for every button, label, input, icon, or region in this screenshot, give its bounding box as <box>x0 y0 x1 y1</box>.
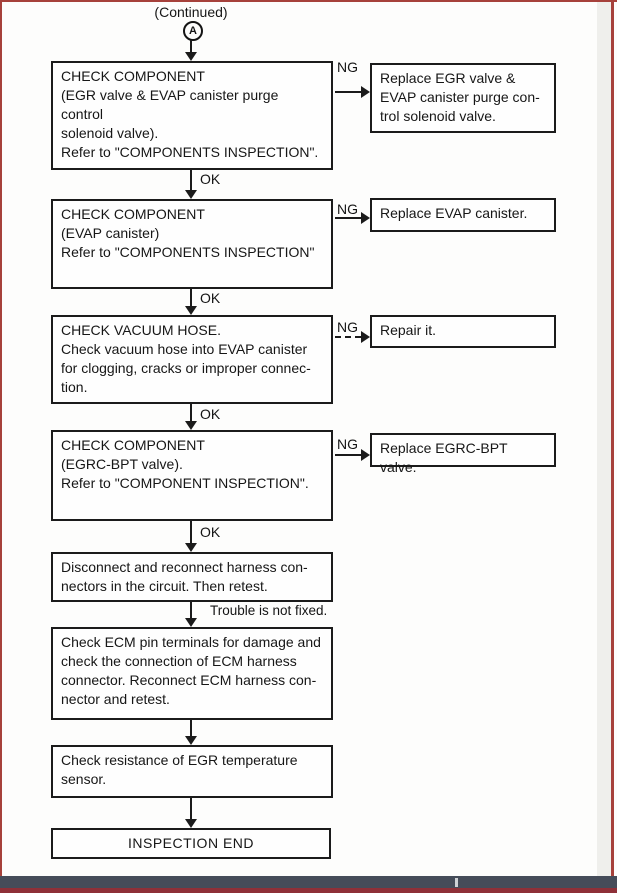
ok-label: OK <box>200 524 221 540</box>
flow-arrow-line <box>190 289 192 306</box>
step-check-egrc-bpt-box: CHECK COMPONENT(EGRC-BPT valve).Refer to… <box>51 430 333 521</box>
trouble-not-fixed-label: Trouble is not fixed. <box>210 603 328 618</box>
action-replace-egrc-bpt-box: Replace EGRC-BPT valve. <box>370 433 556 475</box>
ng-label: NG <box>337 59 358 75</box>
ng-arrow-line <box>335 91 361 93</box>
arrow-down-icon <box>185 190 197 199</box>
ok-label: OK <box>200 406 221 422</box>
arrow-down-icon <box>185 306 197 315</box>
flow-arrow-line <box>190 720 192 736</box>
flow-arrow-line <box>190 170 192 190</box>
continued-label: (Continued) <box>154 4 228 20</box>
arrow-down-icon <box>185 421 197 430</box>
ng-arrow-line <box>335 217 361 219</box>
step-check-egr-purge-box: CHECK COMPONENT(EGR valve & EVAP caniste… <box>51 61 333 170</box>
arrow-down-icon <box>185 52 197 61</box>
page-border-right <box>611 0 614 877</box>
step-check-evap-box: CHECK COMPONENT(EVAP canister)Refer to "… <box>51 199 333 289</box>
action-replace-evap-box: Replace EVAP canister. <box>370 198 556 232</box>
flow-arrow-line <box>190 602 192 618</box>
arrow-right-icon <box>361 212 370 224</box>
arrow-down-icon <box>185 543 197 552</box>
flow-arrow-line <box>190 40 192 52</box>
page-border-top <box>0 0 617 2</box>
step-reconnect-harness-box: Disconnect and reconnect harness con-nec… <box>51 552 333 602</box>
action-repair-it-box: Repair it. <box>370 315 556 348</box>
page-border-left <box>0 0 2 877</box>
flow-arrow-line <box>190 404 192 421</box>
ng-arrow-line <box>335 454 361 456</box>
horizontal-scrollbar[interactable] <box>0 876 617 888</box>
ng-arrow-line-dashed <box>335 336 361 338</box>
scrollbar-thumb-tick[interactable] <box>455 878 458 887</box>
flow-arrow-line <box>190 521 192 543</box>
page-edge-shade <box>597 2 611 877</box>
ok-label: OK <box>200 290 221 306</box>
inspection-end-box: INSPECTION END <box>51 828 331 859</box>
ok-label: OK <box>200 171 221 187</box>
arrow-right-icon <box>361 331 370 343</box>
arrow-down-icon <box>185 819 197 828</box>
ng-label: NG <box>337 319 358 335</box>
arrow-down-icon <box>185 736 197 745</box>
connector-circle-a: A <box>183 21 203 41</box>
ng-label: NG <box>337 436 358 452</box>
step-check-vacuum-hose-box: CHECK VACUUM HOSE.Check vacuum hose into… <box>51 315 333 404</box>
flow-arrow-line <box>190 798 192 819</box>
page-border-bottom <box>0 888 617 893</box>
action-replace-egr-purge-box: Replace EGR valve &EVAP canister purge c… <box>370 63 556 133</box>
arrow-down-icon <box>185 618 197 627</box>
arrow-right-icon <box>361 449 370 461</box>
arrow-right-icon <box>361 86 370 98</box>
ng-label: NG <box>337 201 358 217</box>
